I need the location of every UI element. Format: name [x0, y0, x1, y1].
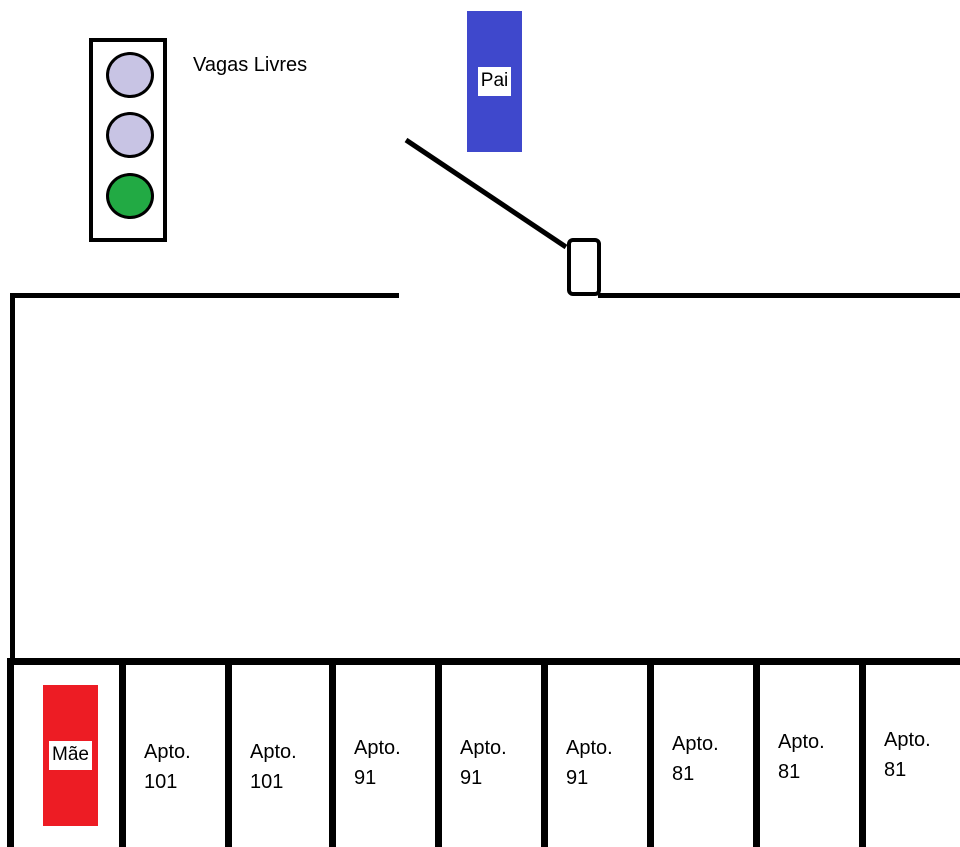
- spot-label: Apto. 91: [354, 737, 401, 789]
- traffic-lamp-bottom: [106, 173, 154, 219]
- parking-spot: Apto. 101: [119, 665, 225, 847]
- gate-post: [567, 238, 601, 296]
- parking-spot: Apto. 81: [753, 665, 859, 847]
- spot-label: Apto. 81: [672, 733, 719, 785]
- lot-wall-top-left: [10, 293, 399, 298]
- parking-spot: Apto. 81: [859, 665, 960, 847]
- car-pai-label: Pai: [477, 67, 512, 96]
- car-mae: Mãe: [43, 685, 98, 826]
- parking-spot: Apto. 91: [541, 665, 647, 847]
- lot-wall-left: [10, 293, 15, 663]
- spot-label: Apto. 101: [144, 741, 191, 793]
- spot-label: Apto. 91: [460, 737, 507, 789]
- car-pai: Pai: [467, 11, 522, 152]
- traffic-light: [89, 38, 167, 242]
- parking-spots-row: Mãe Apto. 101 Apto. 101 Apto. 91 Apto. 9…: [7, 658, 960, 847]
- car-mae-label: Mãe: [49, 741, 92, 770]
- spot-label: Apto. 81: [884, 729, 931, 781]
- traffic-lamp-top: [106, 52, 154, 98]
- parking-spot: Apto. 91: [329, 665, 435, 847]
- parking-spot: Apto. 81: [647, 665, 753, 847]
- parking-spot: Apto. 101: [225, 665, 331, 847]
- traffic-light-label: Vagas Livres: [193, 54, 308, 76]
- parking-spot: Apto. 91: [435, 665, 541, 847]
- spot-label: Apto. 81: [778, 731, 825, 783]
- lot-wall-top-right: [598, 293, 960, 298]
- spot-label: Apto. 91: [566, 737, 613, 789]
- spot-label: Apto. 101: [250, 741, 297, 793]
- traffic-lamp-middle: [106, 112, 154, 158]
- parking-spot: Mãe: [7, 665, 119, 847]
